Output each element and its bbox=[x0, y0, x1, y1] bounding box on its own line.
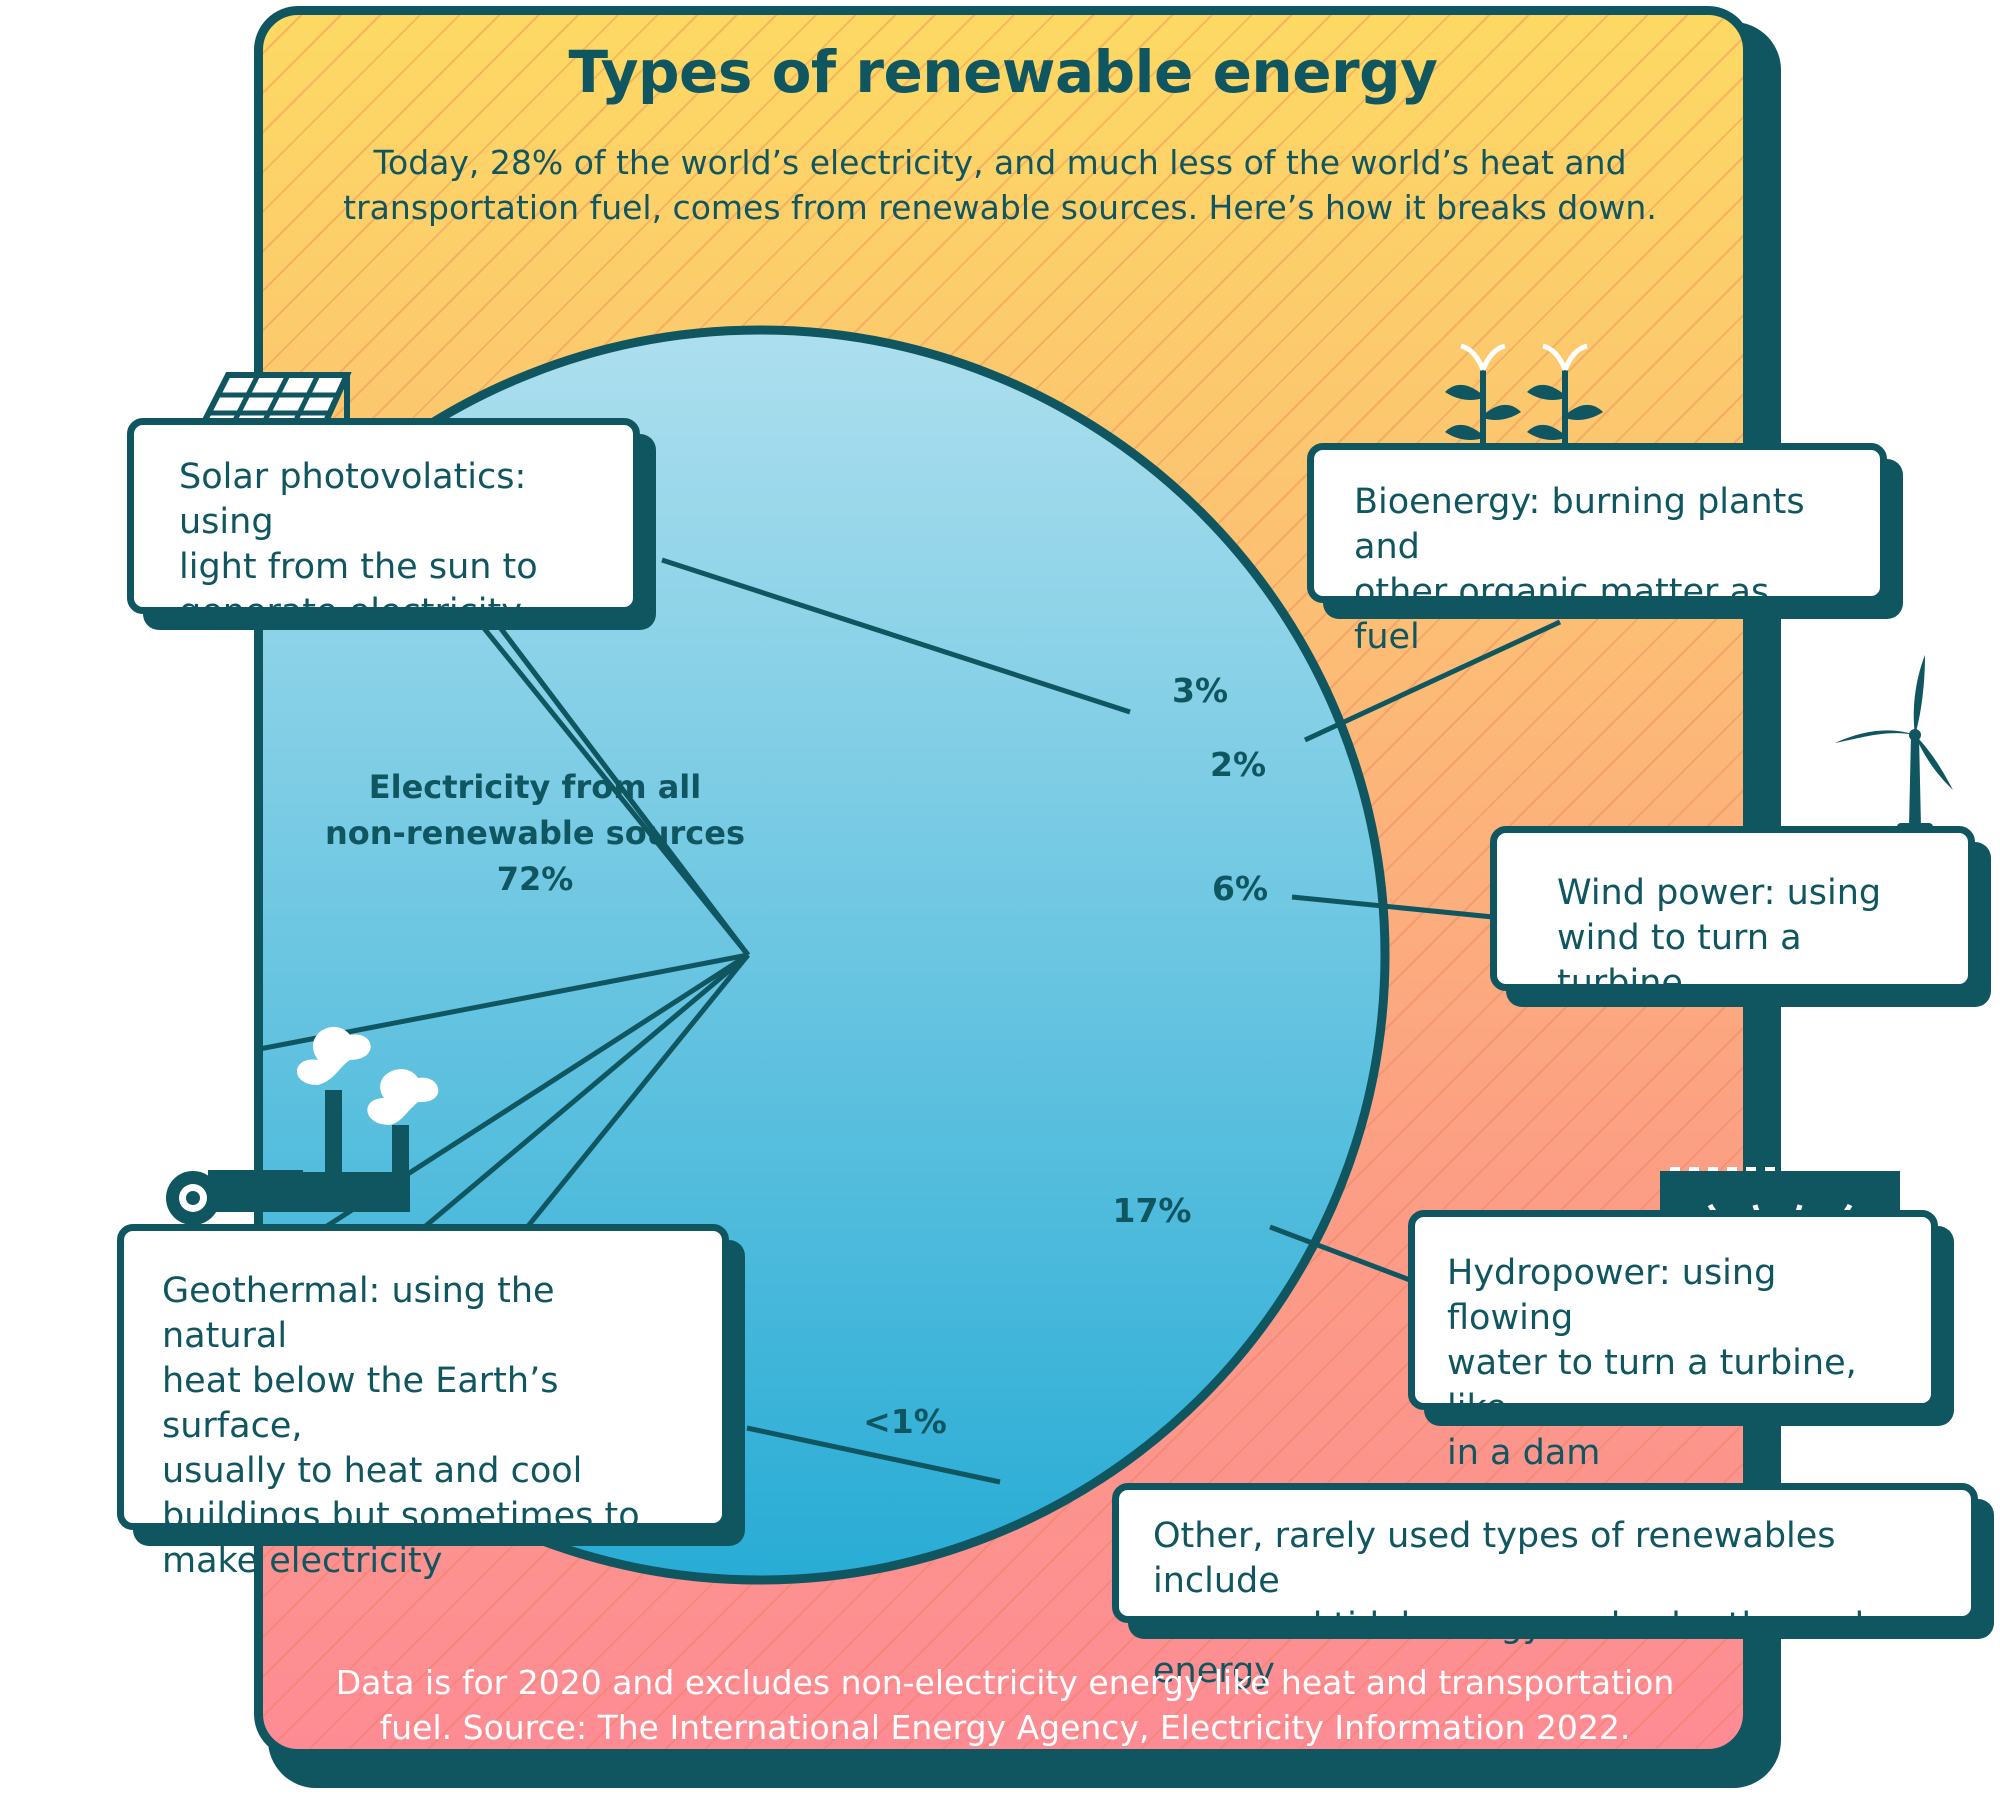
callout-bio-line-2: other organic matter as fuel bbox=[1354, 572, 1770, 657]
wind-turbine-icon bbox=[1835, 655, 1953, 841]
callout-wind-card: Wind power: using wind to turn a turbine bbox=[1490, 826, 1975, 1003]
leader-solar bbox=[661, 557, 1131, 715]
slice-divider-after-wind bbox=[263, 952, 749, 1074]
footnote-line-2: fuel. Source: The International Energy A… bbox=[379, 1708, 1631, 1747]
callout-geo-line-1: Geothermal: using the natural bbox=[162, 1271, 555, 1356]
center-label-line-2: non-renewable sources bbox=[325, 814, 745, 852]
callout-geo: Geothermal: using the natural heat below… bbox=[117, 1224, 745, 1581]
callout-geo-line-3: usually to heat and cool bbox=[162, 1451, 583, 1491]
callout-geo-line-5: make electricity bbox=[162, 1541, 443, 1581]
callout-solar-line-3: generate electricity bbox=[179, 592, 522, 632]
pie-outline bbox=[263, 325, 1390, 1585]
callout-bio: Bioenergy: burning plants and other orga… bbox=[1307, 443, 1903, 657]
callout-hydro-line-2: water to turn a turbine, like bbox=[1447, 1343, 1857, 1428]
callout-solar-line-1: Solar photovolatics: using bbox=[179, 457, 527, 542]
leader-geo bbox=[746, 1425, 1001, 1485]
chart-footnote: Data is for 2020 and excludes non-electr… bbox=[290, 1660, 1720, 1750]
callout-hydro-card: Hydropower: using flowing water to turn … bbox=[1408, 1210, 1938, 1473]
callout-wind-line-2: wind to turn a turbine bbox=[1557, 918, 1802, 1003]
callout-other-line-2: wave and tidal energy and solar thermal … bbox=[1153, 1606, 1865, 1691]
callout-other-line-1: Other, rarely used types of renewables i… bbox=[1153, 1516, 1836, 1601]
callout-hydro-line-3: in a dam bbox=[1447, 1433, 1601, 1473]
callout-other-card: Other, rarely used types of renewables i… bbox=[1112, 1483, 1978, 1691]
subtitle-line-1: Today, 28% of the world’s electricity, a… bbox=[373, 143, 1627, 182]
callout-geo-line-2: heat below the Earth’s surface, bbox=[162, 1361, 559, 1446]
leader-lines bbox=[661, 557, 1562, 1485]
callout-other: Other, rarely used types of renewables i… bbox=[1112, 1483, 1994, 1691]
subtitle-line-2: transportation fuel, comes from renewabl… bbox=[343, 188, 1657, 227]
callout-geo-line-4: buildings but sometimes to bbox=[162, 1496, 640, 1536]
slice-label-hydro: 17% bbox=[1113, 1191, 1192, 1230]
callout-geo-card: Geothermal: using the natural heat below… bbox=[117, 1224, 729, 1581]
callout-wind: Wind power: using wind to turn a turbine bbox=[1490, 826, 1991, 1007]
callout-hydro-line-1: Hydropower: using flowing bbox=[1447, 1253, 1777, 1338]
callout-solar: Solar photovolatics: using light from th… bbox=[127, 418, 656, 632]
center-label-line-1: Electricity from all bbox=[369, 768, 701, 806]
chart-title: Types of renewable energy bbox=[568, 38, 1438, 106]
callout-solar-card: Solar photovolatics: using light from th… bbox=[127, 418, 640, 632]
slice-label-bio: 2% bbox=[1210, 745, 1266, 784]
callout-solar-line-2: light from the sun to bbox=[179, 547, 538, 587]
chart-subtitle: Today, 28% of the world’s electricity, a… bbox=[300, 140, 1700, 230]
leader-hydro bbox=[1269, 1224, 1411, 1283]
geothermal-plant-icon bbox=[166, 1026, 439, 1225]
plants-icon bbox=[1445, 343, 1603, 458]
callout-hydro: Hydropower: using flowing water to turn … bbox=[1408, 1210, 1954, 1473]
callout-bio-line-1: Bioenergy: burning plants and bbox=[1354, 482, 1805, 567]
leader-bio bbox=[1303, 619, 1562, 743]
footnote-line-1: Data is for 2020 and excludes non-electr… bbox=[335, 1663, 1675, 1702]
callout-wind-line-1: Wind power: using bbox=[1557, 873, 1882, 913]
callout-bio-card: Bioenergy: burning plants and other orga… bbox=[1307, 443, 1887, 657]
slice-label-geo: <1% bbox=[863, 1402, 947, 1441]
leader-wind bbox=[1291, 894, 1494, 920]
slice-label-solar: 3% bbox=[1172, 671, 1228, 710]
slice-label-wind: 6% bbox=[1212, 869, 1268, 908]
center-label-line-3: 72% bbox=[497, 860, 574, 898]
